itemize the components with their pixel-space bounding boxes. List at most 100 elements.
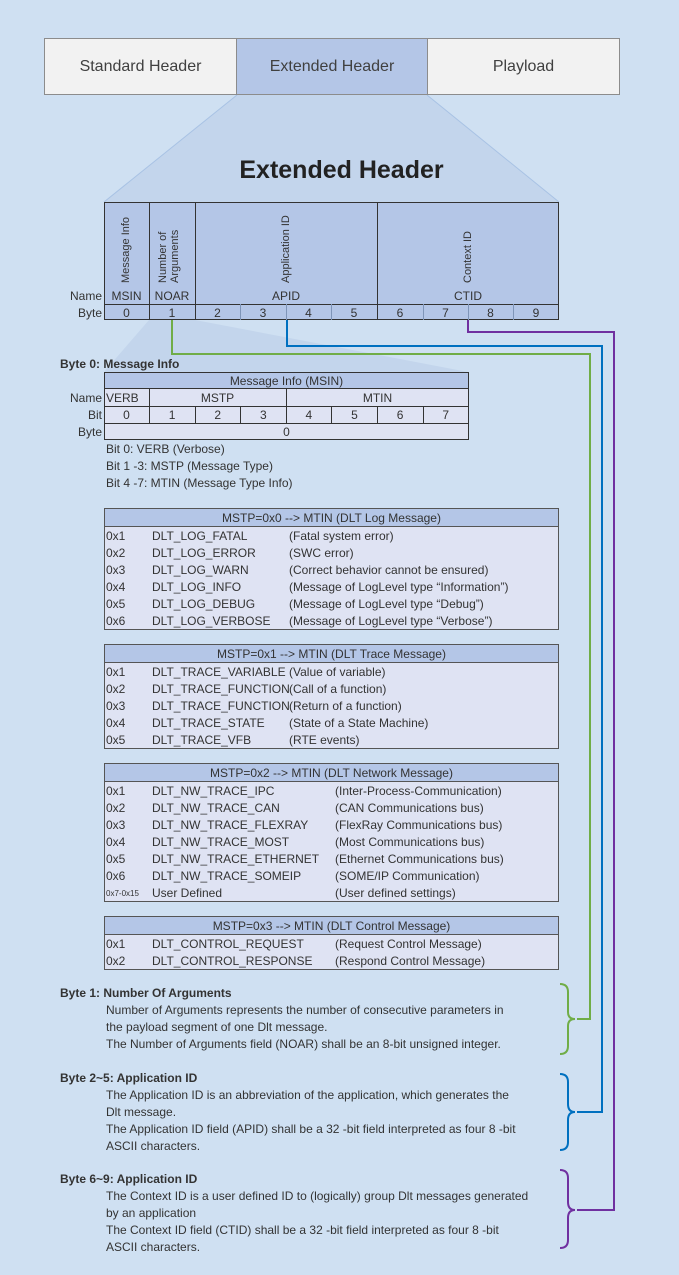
noar-connector — [171, 320, 591, 1020]
description-line: The Context ID field (CTID) shall be a 3… — [106, 1223, 499, 1237]
mstp-description: (State of a State Machine) — [289, 716, 429, 730]
page-title: Extended Header — [239, 156, 444, 184]
mstp-description: (RTE events) — [289, 733, 360, 747]
field-context-id: Context ID — [462, 231, 474, 283]
ext-byte-cell: 7 — [442, 305, 449, 320]
mstp-description: (Message of LogLevel type “Information”) — [289, 580, 509, 594]
description-line: The Application ID field (APID) shall be… — [106, 1122, 516, 1136]
zoom-funnel-top — [104, 95, 559, 202]
mstp-description: (Request Control Message) — [335, 937, 482, 951]
mstp-description: (Message of LogLevel type “Verbose”) — [289, 614, 493, 628]
field-number-of-arguments: Number of Arguments — [157, 229, 181, 283]
msin-bit-cell: 4 — [305, 407, 313, 422]
msin-name-mtin: MTIN — [362, 390, 393, 405]
mstp-constant: DLT_TRACE_VARIABLE — [152, 665, 286, 679]
msin-title: Message Info (MSIN) — [104, 372, 469, 389]
section-byte0-title: Byte 0: Message Info — [60, 357, 180, 371]
mstp-table-row: 0x3 DLT_LOG_WARN (Correct behavior cannot … — [105, 561, 558, 578]
mstp-constant: DLT_LOG_FATAL — [152, 529, 248, 543]
mstp-code: 0x6 — [106, 869, 126, 883]
mstp-description: (FlexRay Communications bus) — [335, 818, 503, 832]
msin-name-label: Name — [69, 391, 102, 405]
description-title: Byte 6~9: Application ID — [60, 1172, 198, 1186]
mstp-table: MSTP=0x2 --> MTIN (DLT Network Message)0… — [104, 763, 559, 902]
msin-bit-cell: 3 — [259, 407, 267, 422]
msin-bit-label: Bit — [87, 408, 102, 422]
mstp-table: MSTP=0x3 --> MTIN (DLT Control Message)0… — [104, 916, 559, 970]
mstp-description: (Call of a function) — [289, 682, 387, 696]
mstp-table-row: 0x3 DLT_TRACE_FUNCTION(Return of a functi… — [105, 697, 558, 714]
ext-byte-cell: 4 — [305, 305, 312, 320]
mstp-code: 0x3 — [106, 818, 126, 832]
ext-name-label: Name — [69, 289, 102, 303]
mstp-constant: DLT_LOG_WARN — [152, 563, 249, 577]
mstp-constant: DLT_NW_TRACE_ETHERNET — [152, 852, 320, 866]
ext-byte-cell: 0 — [123, 305, 130, 320]
tab-standard-header: Standard Header — [44, 38, 237, 95]
ext-byte-cell: 5 — [350, 305, 358, 320]
mstp-code: 0x4 — [106, 835, 126, 849]
mstp-constant: User Defined — [152, 886, 223, 900]
msin-bit-cell: 7 — [442, 407, 450, 422]
mstp-table-row: 0x6 DLT_LOG_VERBOSE (Message of LogLevel t… — [105, 612, 558, 629]
mstp-code: 0x1 — [106, 665, 126, 679]
mstp-constant: DLT_TRACE_FUNCTION — [152, 699, 290, 713]
mstp-code: 0x2 — [106, 954, 126, 968]
mstp-constant: DLT_LOG_VERBOSE — [152, 614, 271, 628]
description-line: ASCII characters. — [106, 1139, 201, 1153]
ext-byte-cell: 9 — [532, 305, 540, 320]
msin-note-0: Bit 0: VERB (Verbose) — [106, 442, 225, 456]
field-application-id: Application ID — [280, 215, 292, 283]
mstp-code: 0x2 — [106, 682, 126, 696]
msin-note-2: Bit 4 -7: MTIN (Message Type Info) — [106, 476, 293, 490]
mstp-table-title: MSTP=0x1 --> MTIN (DLT Trace Message) — [105, 645, 558, 663]
mstp-code: 0x5 — [106, 733, 126, 747]
mstp-constant: DLT_LOG_DEBUG — [152, 597, 256, 611]
mstp-description: (Message of LogLevel type “Debug”) — [289, 597, 484, 611]
field-message-info: Message Info — [120, 216, 132, 283]
mstp-description: (Most Communications bus) — [335, 835, 485, 849]
mstp-code: 0x2 — [106, 546, 126, 560]
tab-payload: Playload — [427, 38, 620, 95]
mstp-description: (Correct behavior cannot be ensured) — [289, 563, 489, 577]
mstp-constant: DLT_NW_TRACE_SOMEIP — [152, 869, 302, 883]
msin-name-mstp: MSTP — [200, 390, 235, 405]
mstp-code: 0x6 — [106, 614, 126, 628]
ext-name-noar: NOAR — [154, 289, 190, 303]
mstp-constant: DLT_CONTROL_RESPONSE — [152, 954, 313, 968]
mstp-code: 0x3 — [106, 563, 126, 577]
ext-byte-cell: 3 — [259, 305, 267, 320]
msin-bit-cell: 1 — [168, 407, 176, 422]
mstp-code: 0x1 — [106, 784, 126, 798]
mstp-table-title: MSTP=0x0 --> MTIN (DLT Log Message) — [105, 509, 558, 527]
msin-byte-value: 0 — [283, 424, 290, 439]
mstp-description: (Fatal system error) — [289, 529, 394, 543]
ext-byte-label: Byte — [77, 306, 102, 320]
mstp-code: 0x5 — [106, 852, 126, 866]
description-line: The Number of Arguments field (NOAR) sha… — [106, 1037, 501, 1051]
description-line: by an application — [106, 1206, 197, 1220]
mstp-code: 0x3 — [106, 699, 126, 713]
mstp-description: (SWC error) — [289, 546, 354, 560]
mstp-constant: DLT_CONTROL_REQUEST — [152, 937, 304, 951]
mstp-description: (Return of a function) — [289, 699, 402, 713]
mstp-table-row: 0x6 DLT_NW_TRACE_SOMEIP (SOME/IP Communica… — [105, 867, 558, 884]
mstp-description: (Respond Control Message) — [335, 954, 486, 968]
mstp-constant: DLT_LOG_INFO — [152, 580, 242, 594]
brace-apid — [559, 1073, 576, 1151]
msin-bit-cell: 2 — [214, 407, 222, 422]
mstp-description: (Inter-Process-Communication) — [335, 784, 502, 798]
ext-byte-cell: 8 — [487, 305, 494, 320]
mstp-code: 0x1 — [106, 529, 126, 543]
mstp-description: (SOME/IP Communication) — [335, 869, 480, 883]
